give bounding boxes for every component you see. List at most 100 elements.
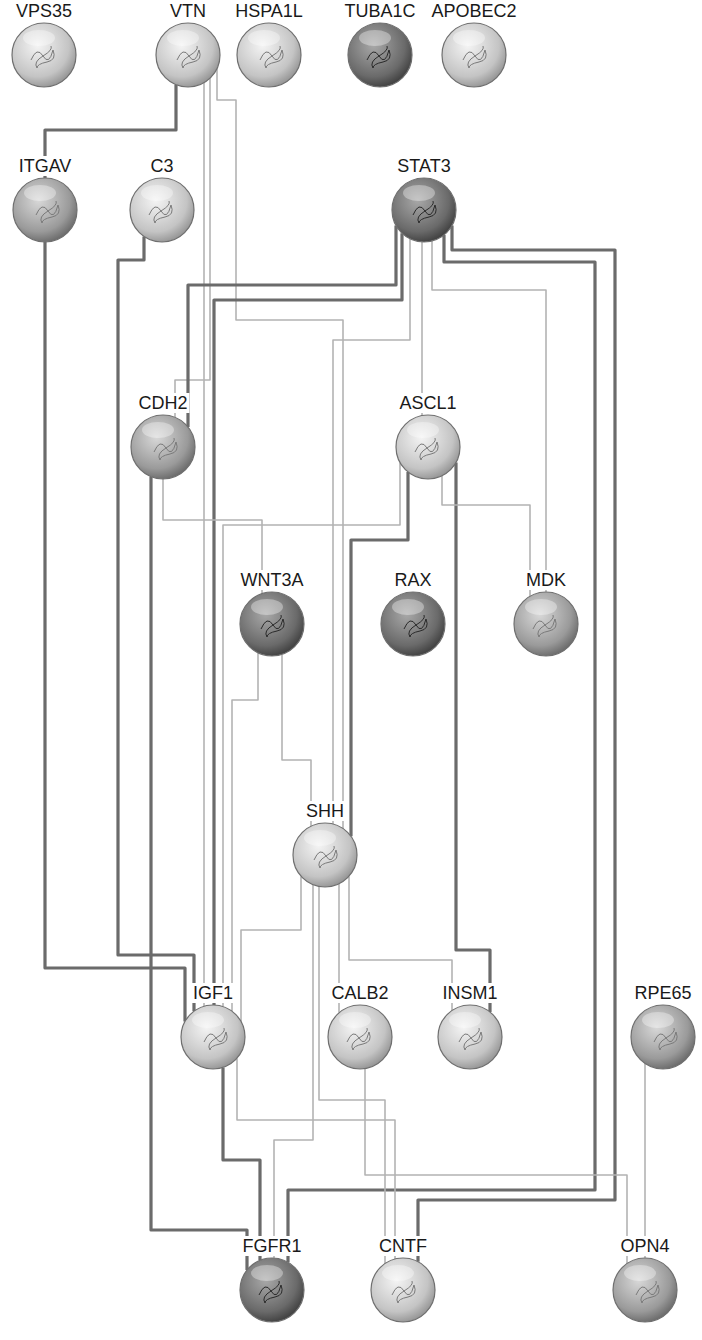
structure-sketch [459,1028,482,1050]
gloss [142,422,174,438]
protein-node: APOBEC2 [424,22,524,88]
gloss [624,1265,656,1281]
node-label: FGFR1 [240,1236,303,1256]
node-circle [631,1005,695,1069]
gloss [392,599,424,615]
node-label: CNTF [377,1236,429,1256]
structure-sketch [36,201,59,223]
protein-node: ITGAV [0,177,95,243]
structure-sketch [314,846,337,868]
protein-ball [437,1004,503,1070]
protein-node: TUBA1C [330,22,430,88]
node-label: IGF1 [191,983,235,1003]
protein-ball [347,22,413,88]
node-label: C3 [148,156,175,176]
interaction-line [241,876,301,1021]
structure-sketch [204,1028,227,1050]
node-circle [392,178,456,242]
gloss [251,599,283,615]
gloss [359,30,391,46]
gloss [248,30,280,46]
interaction-line [274,885,313,1258]
node-circle [237,23,301,87]
interaction-line [118,236,194,1011]
node-circle [371,1258,435,1322]
gloss [407,422,439,438]
interaction-line [432,241,546,592]
interaction-line [203,83,205,1007]
node-circle [442,23,506,87]
interaction-line [418,225,615,1261]
node-circle [348,23,412,87]
protein-ball [292,822,358,888]
gloss [192,1012,224,1028]
node-label: HSPA1L [233,1,305,21]
gloss [453,30,485,46]
node-circle [438,1005,502,1069]
interaction-line [214,233,402,1005]
node-label: ASCL1 [397,393,458,413]
node-label: WNT3A [239,570,306,590]
node-label: CDH2 [136,393,189,413]
structure-sketch [261,615,284,637]
protein-ball [129,177,195,243]
node-label: RAX [392,570,433,590]
gloss [167,30,199,46]
structure-sketch [154,438,177,460]
interaction-line [351,472,408,836]
interaction-line [442,476,530,597]
node-circle [131,415,195,479]
node-circle [240,1258,304,1322]
node-label: RPE65 [632,983,693,1003]
protein-ball [395,414,461,480]
node-circle [181,1005,245,1069]
protein-ball [11,22,77,88]
node-label: ITGAV [17,156,74,176]
protein-node: ASCL1 [378,414,478,480]
gloss [339,1012,371,1028]
interaction-line [188,225,396,427]
protein-ball [130,414,196,480]
interaction-line [237,1058,395,1259]
protein-node: CDH2 [113,414,213,480]
protein-ball [327,1004,393,1070]
interaction-line [644,1063,646,1258]
node-circle [613,1258,677,1322]
structure-sketch [654,1028,677,1050]
gloss [141,185,173,201]
protein-node: RPE65 [613,1004,702,1070]
protein-node: VPS35 [0,22,94,88]
structure-sketch [415,438,438,460]
structure-sketch [533,615,556,637]
protein-ball [513,591,579,657]
protein-node: C3 [112,177,212,243]
node-label: VPS35 [14,1,74,21]
interaction-line [217,69,343,829]
interaction-line [333,239,410,824]
protein-node: INSM1 [420,1004,520,1070]
interaction-line [319,886,385,1263]
protein-ball [180,1004,246,1070]
node-label: OPN4 [618,1236,671,1256]
protein-ball [630,1004,696,1070]
protein-ball [612,1257,678,1323]
node-label: MDK [524,570,568,590]
protein-node: SHH [275,822,375,888]
protein-node: MDK [496,591,596,657]
gloss [642,1012,674,1028]
protein-ball [236,22,302,88]
protein-node: HSPA1L [219,22,319,88]
node-circle [13,178,77,242]
structure-sketch [367,46,390,68]
gloss [23,30,55,46]
node-circle [130,178,194,242]
gloss [24,185,56,201]
structure-sketch [177,46,200,68]
node-circle [514,592,578,656]
interaction-line [45,242,185,1022]
protein-ball [380,591,446,657]
protein-ball [370,1257,436,1323]
protein-ball [391,177,457,243]
protein-node: WNT3A [222,591,322,657]
